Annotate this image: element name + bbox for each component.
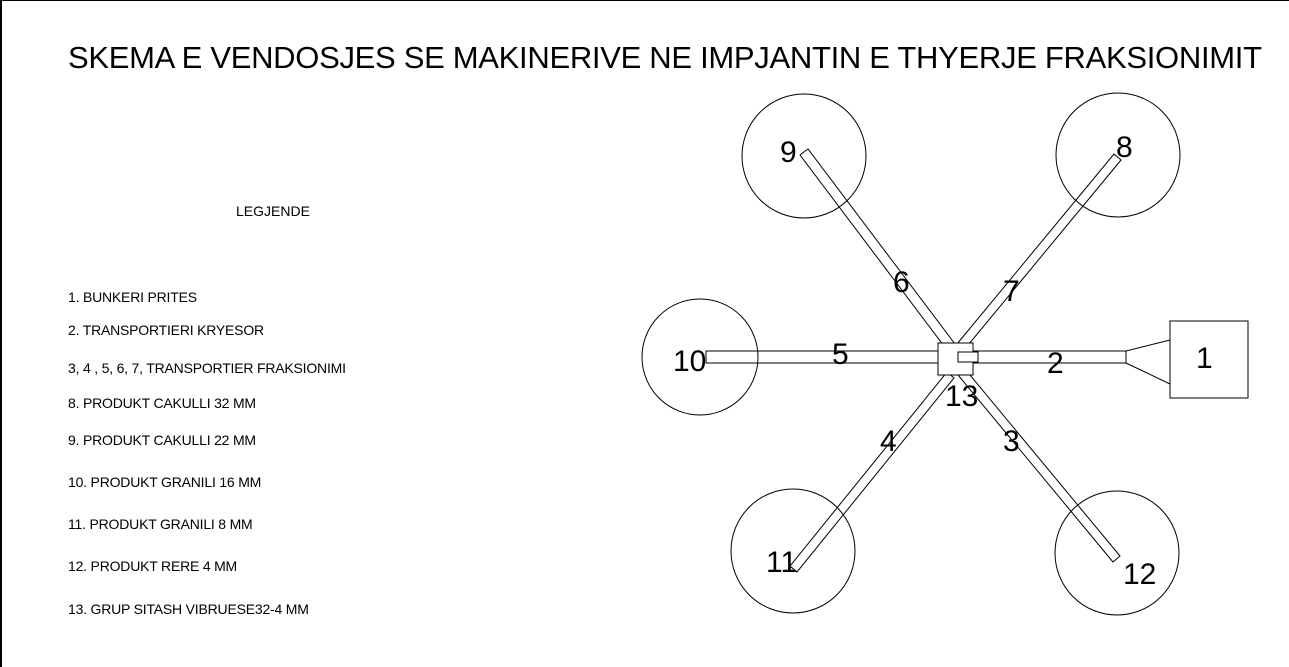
pile-10-circle: [641, 298, 759, 416]
conveyor-3: [957, 368, 1121, 563]
conveyor-4: [789, 371, 955, 573]
pile-8-circle: [1055, 92, 1181, 218]
pile-9-circle: [741, 93, 867, 219]
conveyor-6-label: 6: [893, 266, 910, 299]
legend-item-3: 3, 4 , 5, 6, 7, TRANSPORTIER FRAKSIONIMI: [68, 360, 346, 376]
conveyor-5-label: 5: [832, 338, 849, 371]
pile-11-label: 11: [766, 546, 797, 579]
conveyor-4-label: 4: [880, 425, 897, 458]
legend-item-5: 9. PRODUKT CAKULLI 22 MM: [68, 432, 256, 448]
conveyor-7-label: 7: [1003, 275, 1020, 308]
legend-heading: LEGJENDE: [236, 203, 310, 219]
conveyor-5: [705, 350, 941, 364]
screen-inlet: [957, 351, 979, 363]
pile-11-circle: [730, 488, 856, 614]
pile-12-circle: [1054, 490, 1180, 616]
legend-item-9: 13. GRUP SITASH VIBRUESE32-4 MM: [68, 601, 309, 617]
legend-item-4: 8. PRODUKT CAKULLI 32 MM: [68, 395, 256, 411]
feeder-chute: [1125, 339, 1171, 385]
bunker-label: 1: [1196, 342, 1213, 375]
bunker-box: [1169, 320, 1249, 399]
legend-item-1: 1. BUNKERI PRITES: [68, 289, 197, 305]
conveyor-3-label: 3: [1003, 425, 1020, 458]
pile-9-label: 9: [780, 136, 797, 169]
screen-group-label: 13: [945, 380, 978, 413]
conveyor-6: [799, 148, 956, 351]
legend-item-6: 10. PRODUKT GRANILI 16 MM: [68, 474, 262, 490]
diagram-title: SKEMA E VENDOSJES SE MAKINERIVE NE IMPJA…: [68, 40, 1262, 75]
legend-item-2: 2. TRANSPORTIERI KRYESOR: [68, 322, 264, 338]
legend-item-7: 11. PRODUKT GRANILI 8 MM: [68, 516, 253, 532]
pile-10-label: 10: [673, 345, 706, 378]
conveyor-2-label: 2: [1047, 347, 1064, 380]
conveyor-7: [956, 153, 1122, 351]
pile-8-label: 8: [1116, 131, 1133, 164]
legend-item-8: 12. PRODUKT RERE 4 MM: [68, 558, 238, 574]
pile-12-label: 12: [1123, 558, 1156, 591]
conveyor-2: [959, 350, 1127, 364]
